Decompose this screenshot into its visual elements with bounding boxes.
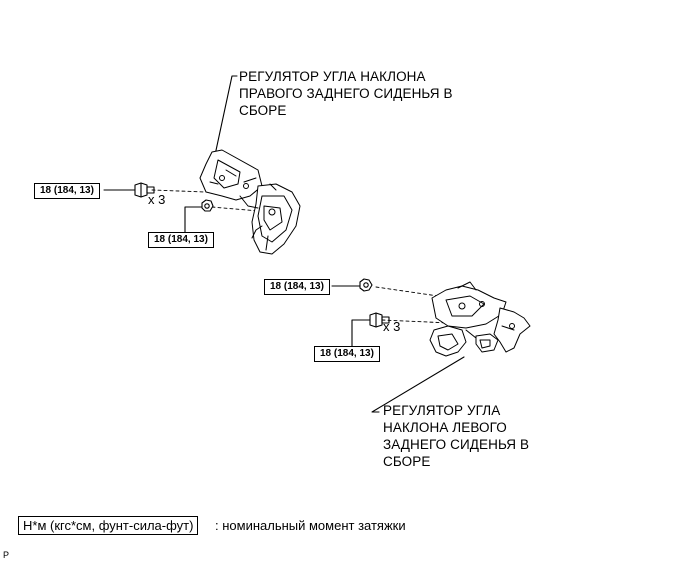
lower-bolt-torque-label: 18 (184, 13) <box>314 346 380 362</box>
right-regulator-leader <box>214 75 238 156</box>
upper-bolt-torque-label: 18 (184, 13) <box>34 183 100 199</box>
upper-nut-icon <box>201 199 214 212</box>
upper-bolt-icon <box>134 182 155 198</box>
torque-legend-description: : номинальный момент затяжки <box>215 518 406 533</box>
corner-mark: P <box>3 550 10 560</box>
upper-bolt-quantity: x 3 <box>148 192 166 207</box>
torque-unit-legend-box: Н*м (кгс*см, фунт-сила-фут) <box>18 516 199 535</box>
upper-nut-torque-label: 18 (184, 13) <box>148 232 214 248</box>
lower-nut-icon <box>359 278 373 292</box>
left-recliner-assembly-icon <box>429 281 531 357</box>
right-recliner-assembly-icon <box>199 149 301 255</box>
lower-nut-torque-label: 18 (184, 13) <box>264 279 330 295</box>
lower-bolt-leader <box>351 319 371 347</box>
lower-bolt-quantity: x 3 <box>383 319 401 334</box>
left-regulator-callout: РЕГУЛЯТОР УГЛА НАКЛОНА ЛЕВОГО ЗАДНЕГО СИ… <box>383 403 530 469</box>
left-regulator-leader <box>371 356 465 413</box>
lower-bolt-icon <box>369 312 390 328</box>
upper-nut-leader <box>184 206 204 233</box>
right-regulator-callout: РЕГУЛЯТОР УГЛА НАКЛОНА ПРАВОГО ЗАДНЕГО С… <box>239 69 453 118</box>
